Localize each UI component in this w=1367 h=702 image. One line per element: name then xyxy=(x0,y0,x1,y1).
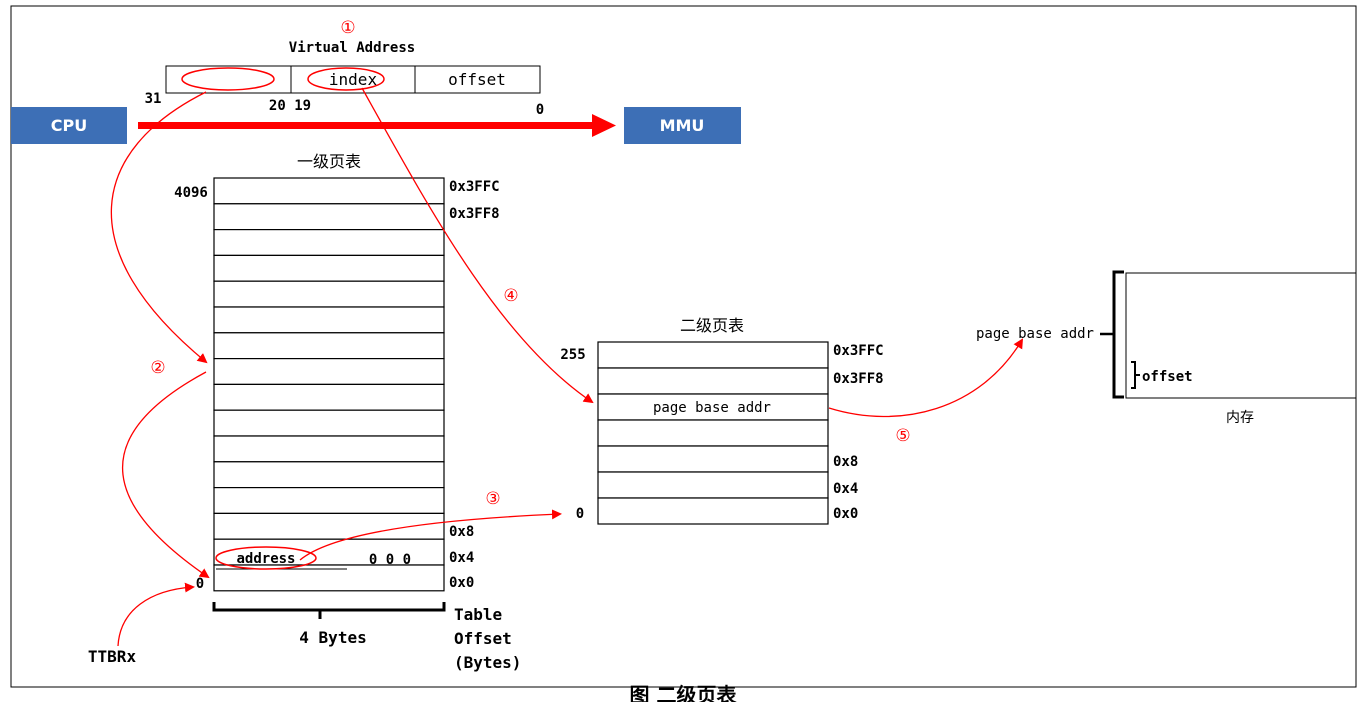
l2-table-row xyxy=(597,471,829,499)
l1-offset-label: 0x3FF8 xyxy=(449,206,500,222)
l2-table-row xyxy=(597,445,829,473)
l2-table-row xyxy=(597,367,829,395)
l1-table-row xyxy=(213,254,445,282)
l1-table xyxy=(213,177,445,592)
memory-caption: 内存 xyxy=(1226,410,1254,426)
l2-offset-label: 0x4 xyxy=(833,481,858,497)
l2-count-label: 255 xyxy=(560,347,585,363)
step-3-arrow xyxy=(299,509,562,561)
bit-0-label: 0 xyxy=(536,102,544,118)
l2-table-title: 二级页表 xyxy=(680,316,744,335)
l1-table-row xyxy=(213,409,445,437)
step-1-marker: ① xyxy=(340,18,355,38)
l1-entry-zeros: 0 0 0 xyxy=(369,552,411,568)
l1-offset-label: 0x8 xyxy=(449,524,474,540)
l1-width-brace xyxy=(212,602,446,619)
l1-table-row xyxy=(213,435,445,463)
step-2-marker: ② xyxy=(150,358,165,378)
l2-table-row xyxy=(597,497,829,525)
l1-table-title: 一级页表 xyxy=(297,152,361,171)
l2-table-row xyxy=(597,341,829,369)
l1-count-label: 4096 xyxy=(174,185,208,201)
bit-20-19-label: 20 19 xyxy=(269,98,311,114)
step-4-marker: ④ xyxy=(503,286,518,306)
l1-table-row xyxy=(213,383,445,411)
virtual-address-title: Virtual Address xyxy=(289,40,415,56)
memory-page-base-label: page base addr xyxy=(976,326,1094,342)
l2-table-row xyxy=(597,393,829,421)
l1-offset-label: 0x4 xyxy=(449,550,474,566)
memory-offset-brace xyxy=(1131,361,1140,389)
l2-offset-label: 0x8 xyxy=(833,454,858,470)
l1-table-row xyxy=(213,358,445,386)
virtual-address-register xyxy=(165,65,541,94)
memory-offset-label: offset xyxy=(1142,369,1193,385)
ttbr-arrow xyxy=(117,582,195,647)
l2-entry-page-base: page base addr xyxy=(653,400,771,416)
bit-31-label: 31 xyxy=(145,91,162,107)
step-2-arrow-to-entry xyxy=(121,371,210,579)
mmu-label: MMU xyxy=(660,116,705,135)
l1-table-row xyxy=(213,461,445,489)
table-offset-caption: Offset xyxy=(454,629,512,648)
l1-entry-address: address xyxy=(236,551,295,567)
l1-table-row xyxy=(213,487,445,515)
l2-index-highlight xyxy=(307,67,385,91)
l1-table-row xyxy=(213,280,445,308)
l1-table-row xyxy=(213,229,445,257)
cpu-label: CPU xyxy=(51,116,87,135)
l1-table-row xyxy=(213,332,445,360)
l1-width-label: 4 Bytes xyxy=(299,628,366,647)
va-offset-field: offset xyxy=(448,70,506,89)
l1-table-row xyxy=(213,177,445,205)
l1-address-highlight xyxy=(215,546,317,570)
cpu-to-mmu-arrow xyxy=(138,114,616,137)
step-4-arrow xyxy=(361,87,594,404)
l2-offset-label: 0x3FFC xyxy=(833,343,884,359)
mmu-block xyxy=(624,107,741,144)
l2-offset-label: 0x0 xyxy=(833,506,858,522)
l2-offset-label: 0x3FF8 xyxy=(833,371,884,387)
step-3-marker: ③ xyxy=(485,489,500,509)
l1-table-row xyxy=(213,512,445,540)
ttbr-label: TTBRx xyxy=(88,647,137,666)
l1-table-row xyxy=(213,306,445,334)
l1-table-row xyxy=(213,203,445,231)
l1-base-zero: 0 xyxy=(196,576,204,592)
step-5-marker: ⑤ xyxy=(895,426,910,446)
memory-page-brace xyxy=(1112,270,1124,399)
table-offset-caption: (Bytes) xyxy=(454,653,521,672)
cpu-block xyxy=(11,107,127,144)
va-index-field: index xyxy=(329,70,378,89)
l1-offset-label: 0x3FFC xyxy=(449,179,500,195)
step-2-arrow-to-l1 xyxy=(110,91,208,364)
memory-page xyxy=(1125,272,1357,399)
l2-table xyxy=(597,341,829,525)
figure-caption: 图 二级页表 xyxy=(630,683,738,702)
l1-offset-label: 0x0 xyxy=(449,575,474,591)
l2-table-row xyxy=(597,419,829,447)
l2-base-zero: 0 xyxy=(576,506,584,522)
step-5-arrow xyxy=(828,338,1024,418)
table-offset-caption: Table xyxy=(454,605,502,624)
l1-index-highlight xyxy=(181,67,275,91)
